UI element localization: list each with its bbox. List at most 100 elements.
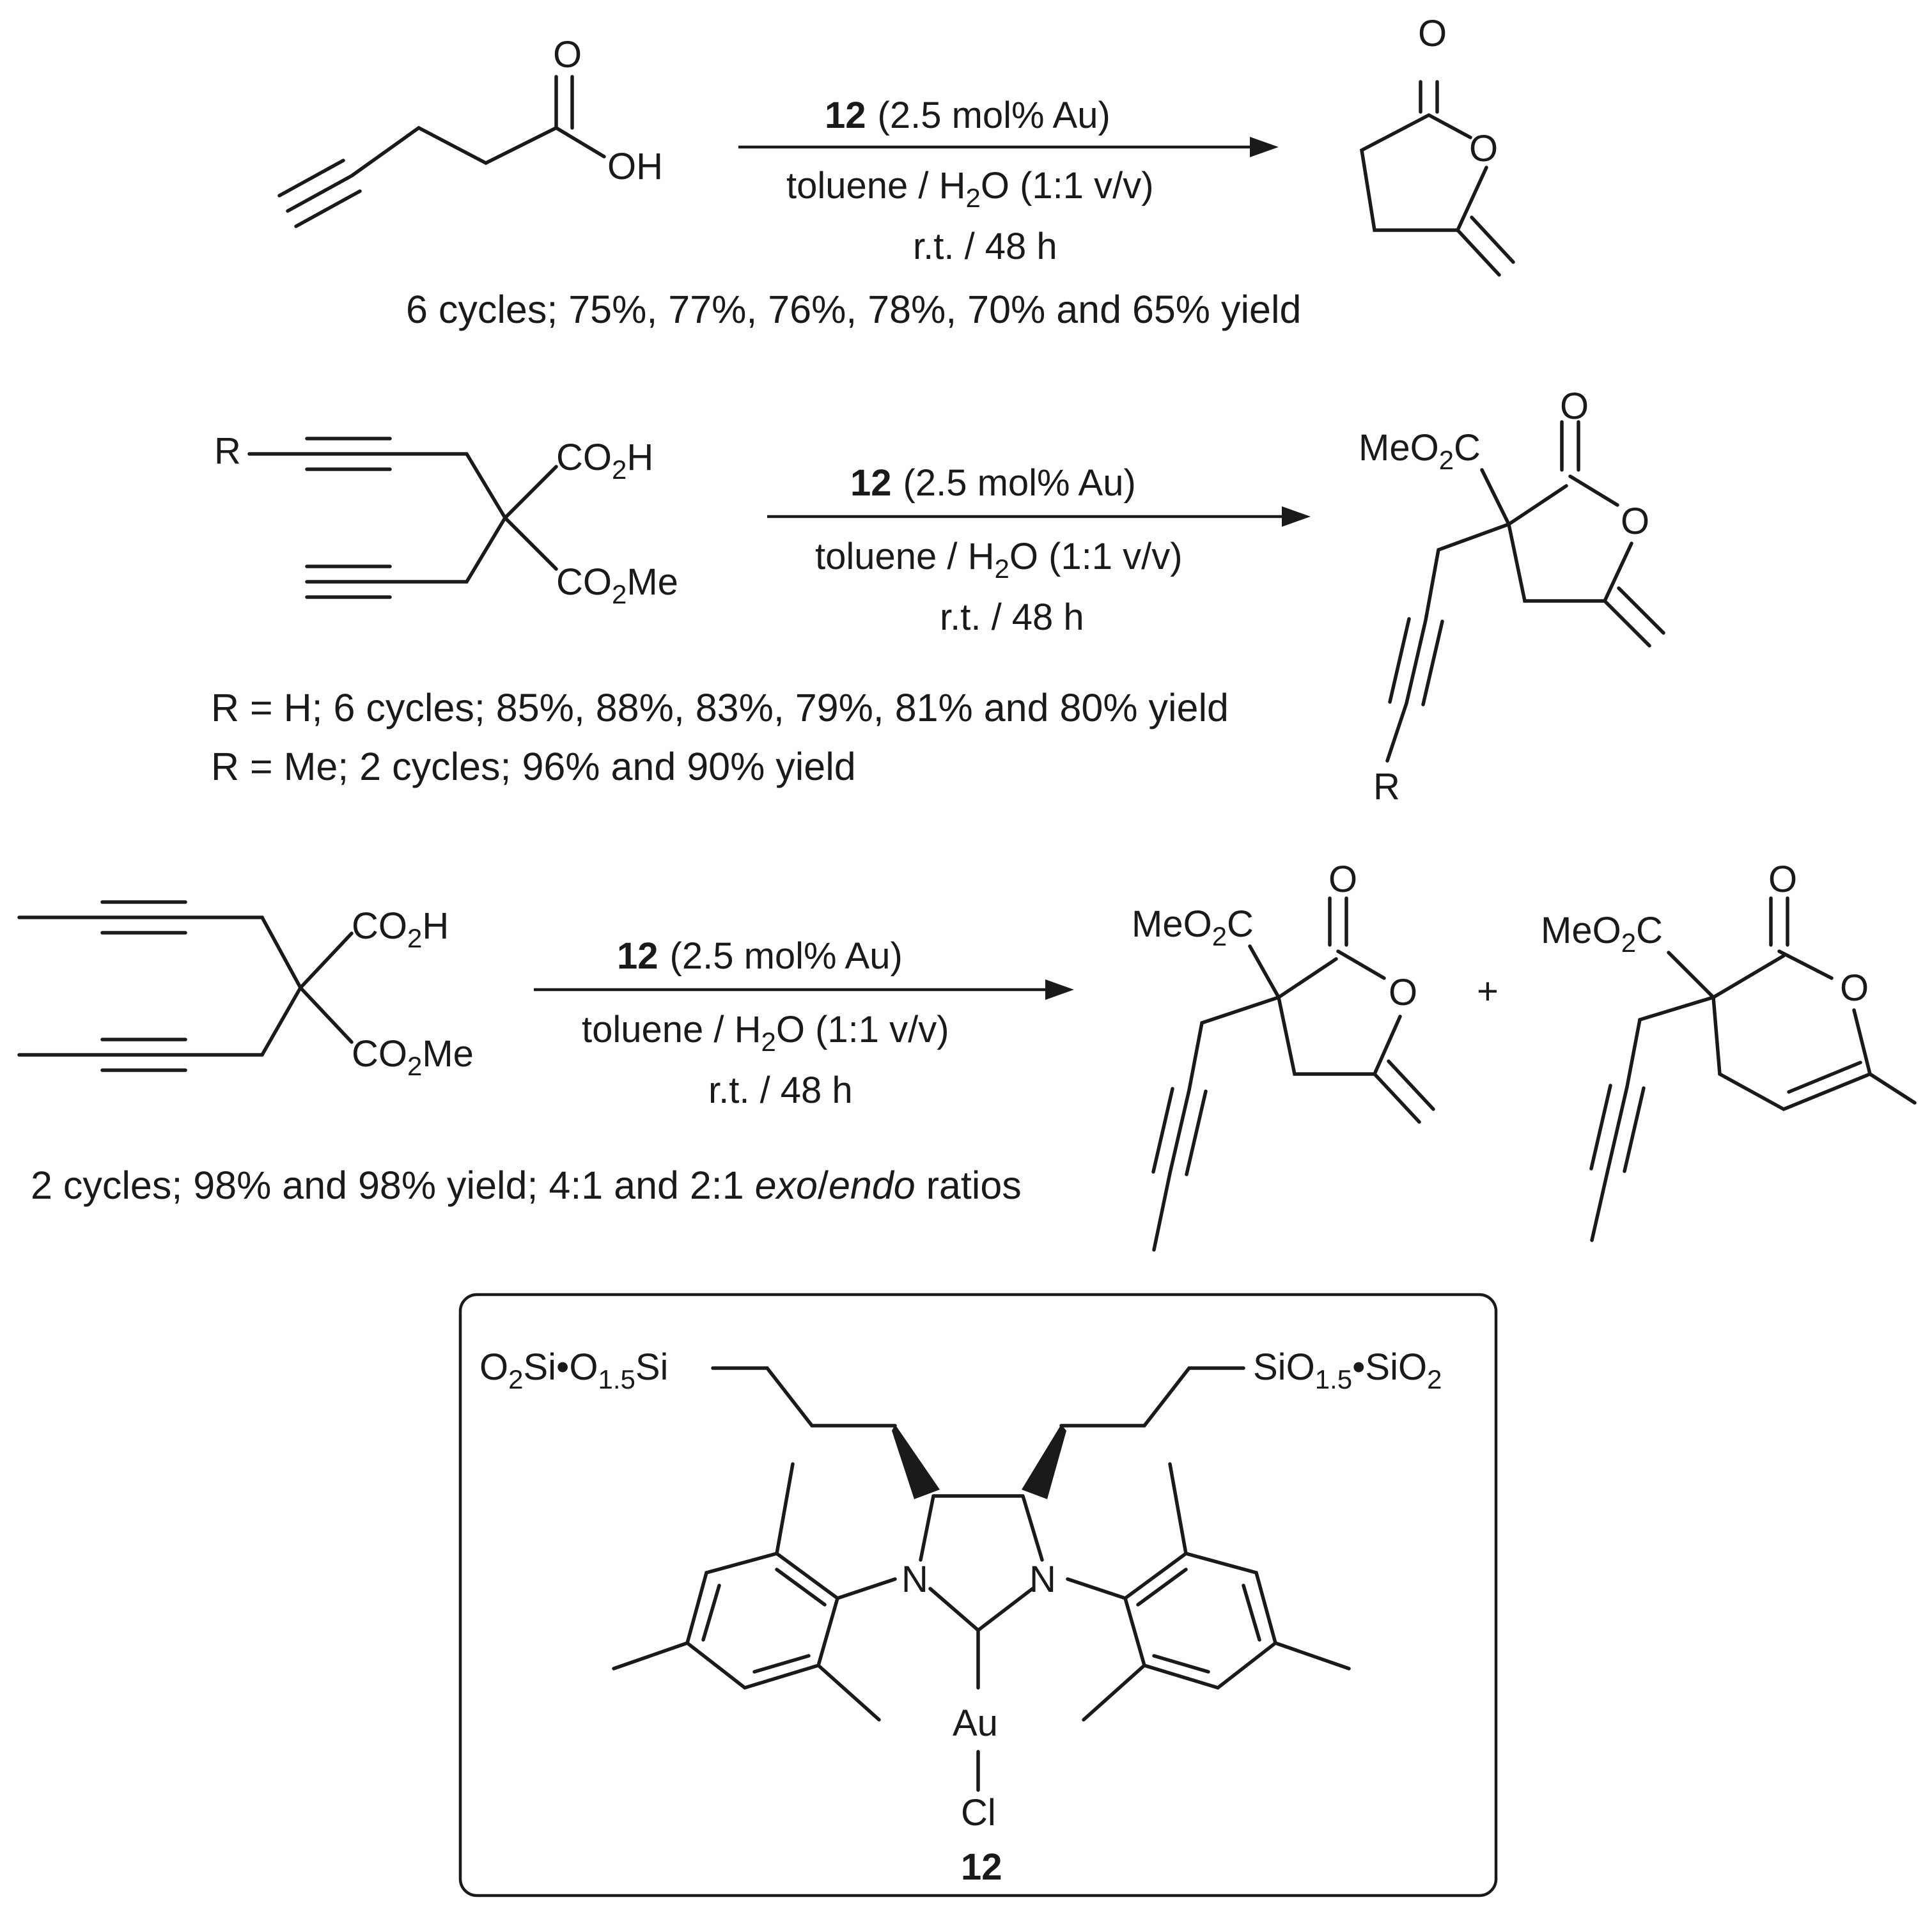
exo-label: exo bbox=[755, 1164, 818, 1207]
solvent-ratio: O (1:1 v/v) bbox=[981, 165, 1154, 206]
solvent-subscript: 2 bbox=[995, 554, 1009, 584]
left-silica-label: O2Si•O1.5Si bbox=[479, 1346, 668, 1394]
yield-note-r-h: R = H; 6 cycles; 85%, 88%, 83%, 79%, 81%… bbox=[211, 686, 1229, 729]
solvent-line: toluene / H2O (1:1 v/v) bbox=[582, 1009, 949, 1057]
atom-o: O bbox=[1840, 967, 1869, 1009]
silica-si: Si bbox=[635, 1346, 669, 1388]
reagent-loading: (2.5 mol% Au) bbox=[903, 462, 1136, 504]
ratio-text: ratios bbox=[915, 1164, 1022, 1207]
atom-o: O bbox=[1560, 386, 1589, 427]
subscript-2: 2 bbox=[1212, 921, 1227, 951]
methyl-ester-label: CO2Me bbox=[556, 561, 678, 609]
atom-h: H bbox=[422, 905, 449, 947]
yield-note-r-me: R = Me; 2 cycles; 96% and 90% yield bbox=[211, 745, 856, 788]
carboxylic-acid-label: CO2H bbox=[352, 905, 449, 953]
conditions-line: r.t. / 48 h bbox=[708, 1070, 853, 1111]
solvent-ratio: O (1:1 v/v) bbox=[1009, 536, 1183, 577]
reagent-line: 12(2.5 mol% Au) bbox=[825, 95, 1110, 136]
methylene-lactone-product: O O bbox=[1359, 13, 1515, 277]
pentynoic-acid-structure: O OH bbox=[277, 34, 663, 228]
atom-meo: MeO bbox=[1359, 427, 1439, 469]
dibutynyl-malonate-structure: CO2H CO2Me bbox=[17, 900, 474, 1081]
wedge-bond bbox=[892, 1424, 940, 1499]
silica-sio: •SiO bbox=[1352, 1346, 1427, 1388]
carboxylic-acid-label: CO2H bbox=[556, 437, 653, 485]
atom-meo: MeO bbox=[1132, 903, 1212, 945]
atom-c: C bbox=[1227, 903, 1254, 945]
methyl-ester-label: MeO2C bbox=[1132, 903, 1254, 951]
reagent-loading: (2.5 mol% Au) bbox=[670, 935, 903, 977]
catalyst-12-box: O2Si•O1.5Si SiO1.5•SiO2 N N Au Cl 12 bbox=[458, 1293, 1498, 1897]
arrowhead bbox=[1282, 506, 1311, 527]
atom-n: N bbox=[1029, 1559, 1056, 1600]
solvent-line: toluene / H2O (1:1 v/v) bbox=[786, 165, 1154, 213]
atom-me: Me bbox=[627, 561, 678, 603]
arrowhead bbox=[1045, 979, 1074, 1000]
reaction-3: CO2H CO2Me 12(2.5 mol% Au) toluene / H2O… bbox=[17, 859, 1917, 1252]
plus-sign: + bbox=[1477, 970, 1499, 1012]
atom-o: O bbox=[1768, 859, 1797, 900]
silica-si-o: Si•O bbox=[523, 1346, 598, 1388]
solvent-text: toluene / H bbox=[786, 165, 966, 206]
subscript-2: 2 bbox=[612, 579, 627, 609]
reagent-line: 12 (2.5 mol% Au) bbox=[850, 462, 1136, 504]
atom-o: O bbox=[553, 34, 582, 75]
atom-o: O bbox=[1389, 972, 1417, 1013]
atom-r: R bbox=[1373, 766, 1400, 807]
left-mesityl-group bbox=[612, 1462, 897, 1722]
yield-note: 6 cycles; 75%, 77%, 76%, 78%, 70% and 65… bbox=[406, 288, 1301, 331]
atom-oh: OH bbox=[607, 146, 663, 187]
right-silica-label: SiO1.5•SiO2 bbox=[1253, 1346, 1442, 1394]
silica-sio: SiO bbox=[1253, 1346, 1315, 1388]
conditions-line: r.t. / 48 h bbox=[913, 226, 1057, 267]
atom-co: CO bbox=[556, 561, 612, 603]
solvent-line: toluene / H2O (1:1 v/v) bbox=[815, 536, 1183, 584]
reagent-number: 12 bbox=[617, 935, 658, 977]
atom-h: H bbox=[627, 437, 653, 478]
atom-c: C bbox=[1454, 427, 1481, 469]
wedge-bond bbox=[1022, 1424, 1066, 1499]
subscript-2: 2 bbox=[1621, 928, 1636, 958]
atom-co: CO bbox=[556, 437, 612, 478]
subscript-2: 2 bbox=[407, 1051, 422, 1081]
atom-c: C bbox=[1636, 910, 1663, 951]
atom-o: O bbox=[1621, 501, 1649, 542]
catalyst-number-label: 12 bbox=[961, 1846, 1002, 1888]
atom-co: CO bbox=[352, 1033, 407, 1075]
silica-subscript: 1.5 bbox=[1315, 1364, 1352, 1394]
silica-o: O bbox=[479, 1346, 508, 1388]
silica-subscript: 2 bbox=[1427, 1364, 1442, 1394]
subscript-2: 2 bbox=[1439, 445, 1454, 475]
yield-note: 2 cycles; 98% and 98% yield; 4:1 and 2:1… bbox=[31, 1164, 1022, 1207]
reaction-1: O OH 12(2.5 mol% Au) toluene / H2O (1:1 … bbox=[277, 13, 1515, 331]
methyl-ester-label: MeO2C bbox=[1359, 427, 1481, 475]
right-mesityl-group bbox=[1066, 1462, 1351, 1722]
solvent-text: toluene / H bbox=[815, 536, 995, 577]
solvent-subscript: 2 bbox=[761, 1027, 776, 1057]
solvent-ratio: O (1:1 v/v) bbox=[776, 1009, 949, 1050]
subscript-2: 2 bbox=[612, 455, 627, 485]
reaction-2: R CO2H CO2Me 12(2.5 mol% Au) toluene / H… bbox=[211, 386, 1665, 807]
arrowhead bbox=[1250, 137, 1279, 157]
atom-r: R bbox=[214, 430, 241, 472]
silica-subscript: 2 bbox=[508, 1364, 523, 1394]
reagent-number: 12 bbox=[850, 462, 892, 504]
exo-lactone-product: MeO2C O O bbox=[1132, 859, 1435, 1252]
ratio-slash: / bbox=[818, 1164, 829, 1207]
solvent-subscript: 2 bbox=[966, 183, 981, 213]
atom-meo: MeO bbox=[1541, 910, 1621, 951]
methyl-ester-label: CO2Me bbox=[352, 1033, 474, 1081]
propargyl-lactone-product: MeO2C O O R bbox=[1359, 386, 1665, 807]
atom-o: O bbox=[1328, 859, 1357, 900]
methyl-ester-label: MeO2C bbox=[1541, 910, 1663, 958]
atom-o: O bbox=[1469, 128, 1498, 169]
diynyl-malonate-structure: R CO2H CO2Me bbox=[214, 430, 678, 609]
atom-o: O bbox=[1418, 13, 1447, 54]
reagent-line: 12 (2.5 mol% Au) bbox=[617, 935, 903, 977]
silica-subscript: 1.5 bbox=[598, 1364, 635, 1394]
subscript-2: 2 bbox=[407, 923, 422, 953]
atom-cl: Cl bbox=[961, 1792, 996, 1834]
yield-text: 2 cycles; 98% and 98% yield; 4:1 and 2:1 bbox=[31, 1164, 755, 1207]
endo-label: endo bbox=[829, 1164, 915, 1207]
